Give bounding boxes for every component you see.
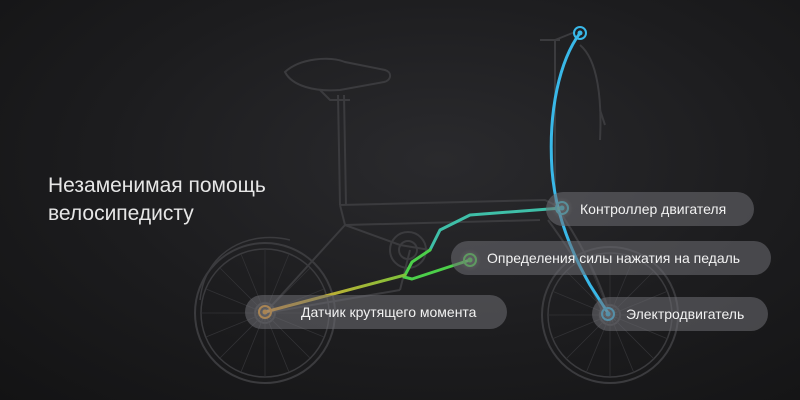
- circle-dot-icon: [573, 26, 587, 40]
- pedal-sensor-callout: Определения силы нажатия на педаль: [451, 241, 771, 275]
- headline: Незаменимая помощь велосипедисту: [48, 172, 266, 228]
- controller-callout: Контроллер двигателя: [546, 192, 754, 226]
- pedal-sensor-line: [402, 248, 472, 281]
- controller-label: Контроллер двигателя: [580, 201, 727, 217]
- headline-line-2: велосипедисту: [48, 202, 194, 225]
- motor-callout: Электродвигатель: [592, 297, 768, 331]
- torque-sensor-callout: Датчик крутящего момента: [245, 295, 507, 329]
- headline-line-1: Незаменимая помощь: [48, 174, 266, 197]
- pedal-sensor-label: Определения силы нажатия на педаль: [487, 250, 741, 266]
- motor-label: Электродвигатель: [626, 306, 745, 322]
- controller-line: [428, 206, 564, 252]
- torque-sensor-label: Датчик крутящего момента: [301, 304, 477, 320]
